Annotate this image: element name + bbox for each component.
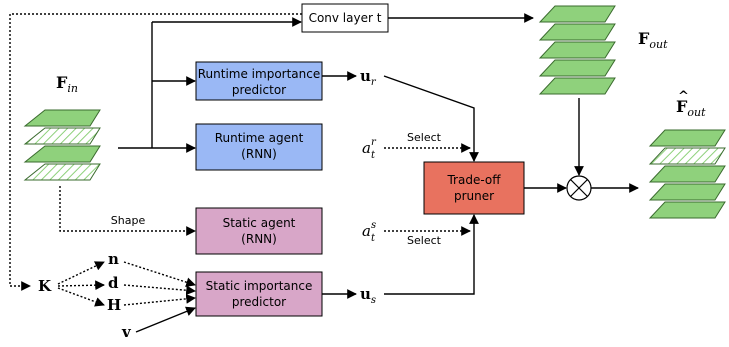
n-label: n bbox=[108, 250, 119, 268]
f-out-hat-layer-5 bbox=[648, 201, 726, 219]
runtime-importance-label-1: Runtime importance bbox=[198, 67, 321, 81]
a-s-label: ats bbox=[362, 220, 376, 244]
k-label: K bbox=[38, 277, 52, 295]
k-to-d-arrow bbox=[57, 280, 105, 291]
k-to-h-arrow bbox=[57, 287, 105, 307]
f-out-hat-label: ^ Fout bbox=[676, 89, 706, 119]
f-out-hat-stack bbox=[648, 129, 726, 219]
d-label: d bbox=[108, 274, 119, 292]
f-out-layer-4 bbox=[538, 59, 616, 77]
f-in-stack bbox=[23, 109, 101, 181]
shape-label: Shape bbox=[111, 214, 146, 227]
u-r-label: ur bbox=[360, 67, 377, 88]
u-s-label: us bbox=[360, 285, 376, 306]
f-out-stack bbox=[538, 5, 616, 95]
runtime-agent-label-1: Runtime agent bbox=[215, 131, 304, 145]
multiply-node bbox=[566, 175, 592, 201]
tradeoff-pruner-label-1: Trade-off bbox=[446, 173, 501, 187]
h-label: H bbox=[107, 296, 121, 314]
runtime-importance-label-2: predictor bbox=[232, 83, 286, 97]
shape-line bbox=[59, 186, 196, 236]
k-to-n-arrow bbox=[57, 261, 105, 285]
v-to-sip-arrow bbox=[135, 306, 196, 333]
f-in-layer-3 bbox=[23, 145, 101, 163]
f-in-layer-4 bbox=[23, 163, 101, 181]
conv-layer-box: Conv layer t bbox=[301, 3, 389, 33]
dotted-connectors bbox=[9, 13, 471, 307]
static-agent-box: Static agent (RNN) bbox=[195, 207, 323, 255]
f-out-layer-5 bbox=[538, 77, 616, 95]
f-in-layer-1 bbox=[23, 109, 101, 127]
k-loop-line bbox=[9, 13, 302, 291]
f-out-hat-layer-2 bbox=[648, 147, 726, 165]
static-agent-label-1: Static agent bbox=[223, 216, 296, 230]
d-to-sip-arrow bbox=[123, 284, 196, 296]
static-agent-label-2: (RNN) bbox=[241, 232, 277, 246]
select-top-label: Select bbox=[407, 131, 442, 144]
f-out-label: Fout bbox=[638, 29, 668, 51]
static-importance-label-2: predictor bbox=[232, 295, 286, 309]
f-out-hat-layer-4 bbox=[648, 183, 726, 201]
conv-layer-label: Conv layer t bbox=[309, 11, 382, 25]
f-out-hat-text: Fout bbox=[676, 97, 706, 119]
f-out-layer-3 bbox=[538, 41, 616, 59]
static-importance-box: Static importance predictor bbox=[195, 271, 323, 317]
f-in-label: Fin bbox=[56, 73, 78, 95]
a-r-label: atr bbox=[362, 137, 377, 161]
us-to-pruner-arrow bbox=[384, 214, 479, 295]
runtime-agent-box: Runtime agent (RNN) bbox=[195, 123, 323, 171]
tradeoff-pruner-box: Trade-off pruner bbox=[423, 161, 525, 215]
v-label: v bbox=[121, 323, 132, 341]
solid-connectors bbox=[118, 13, 639, 333]
runtime-agent-label-2: (RNN) bbox=[241, 147, 277, 161]
n-to-sip-arrow bbox=[123, 261, 196, 287]
runtime-importance-box: Runtime importance predictor bbox=[195, 61, 323, 101]
f-out-layer-1 bbox=[538, 5, 616, 23]
h-to-sip-arrow bbox=[123, 293, 196, 306]
f-out-hat-layer-3 bbox=[648, 165, 726, 183]
f-in-layer-2 bbox=[23, 127, 101, 145]
ur-to-pruner-arrow bbox=[383, 75, 479, 162]
tradeoff-pruner-label-2: pruner bbox=[454, 189, 494, 203]
f-out-hat-hat: ^ bbox=[678, 89, 689, 104]
f-out-layer-2 bbox=[538, 23, 616, 41]
select-bottom-label: Select bbox=[407, 234, 442, 247]
f-out-hat-layer-1 bbox=[648, 129, 726, 147]
static-importance-label-1: Static importance bbox=[206, 279, 313, 293]
